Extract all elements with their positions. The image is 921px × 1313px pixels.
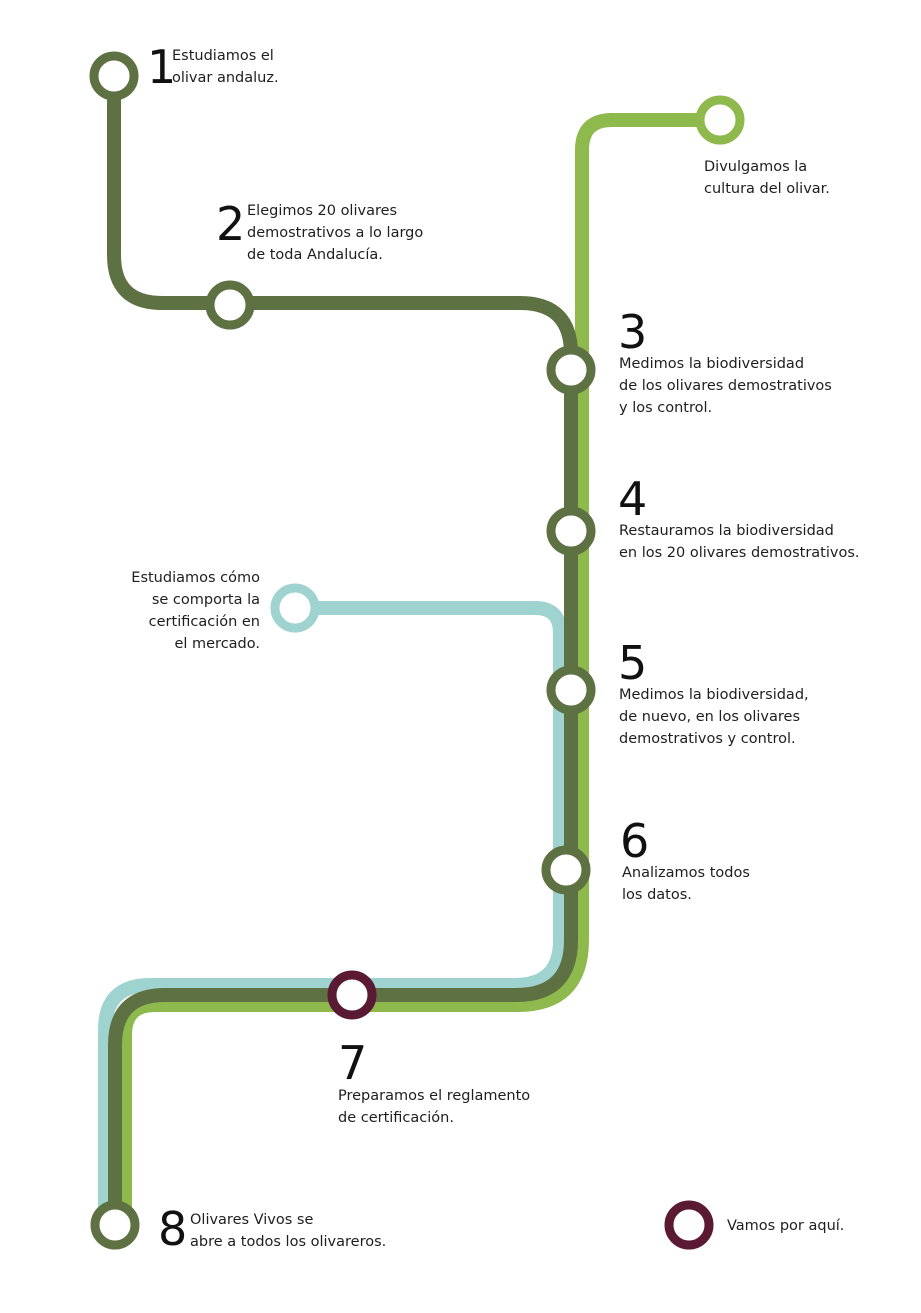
branch-market-text: Estudiamos cómo se comporta la certifica…	[131, 570, 260, 652]
step-4-number: 4	[618, 472, 648, 526]
step-1-text: Estudiamos el olivar andaluz.	[172, 48, 279, 86]
step-2-text: Elegimos 20 olivares demostrativos a lo …	[247, 203, 424, 263]
station-5	[546, 665, 596, 715]
step-6-number: 6	[620, 814, 650, 868]
step-4-text: Restauramos la biodiversidad en los 20 o…	[619, 523, 860, 561]
step-3-text: Medimos la biodiversidad de los olivares…	[619, 356, 832, 416]
step-7-number: 7	[338, 1036, 368, 1090]
station-1	[89, 51, 139, 101]
station-8	[90, 1200, 140, 1250]
station-2	[205, 280, 255, 330]
step-5-number: 5	[618, 636, 648, 690]
station-4	[546, 506, 596, 556]
step-8-text: Olivares Vivos se abre a todos los oliva…	[190, 1212, 387, 1250]
step-2-number: 2	[216, 197, 246, 251]
legend-current-label: Vamos por aquí.	[727, 1218, 845, 1234]
line-dark-green	[107, 69, 578, 1232]
station-culture	[695, 95, 745, 145]
step-5-text: Medimos la biodiversidad, de nuevo, en l…	[619, 687, 809, 747]
station-market	[270, 583, 320, 633]
branch-culture-text: Divulgamos la cultura del olivar.	[704, 159, 830, 197]
station-6	[541, 845, 591, 895]
legend-current-marker	[664, 1200, 714, 1250]
station-7-current	[327, 970, 377, 1020]
step-6-text: Analizamos todos los datos.	[622, 865, 750, 903]
step-7-text: Preparamos el reglamento de certificació…	[338, 1088, 531, 1126]
step-3-number: 3	[618, 305, 648, 359]
line-teal	[98, 601, 567, 1232]
step-1-number: 1	[147, 40, 177, 94]
line-light-green	[118, 113, 727, 1232]
step-8-number: 8	[158, 1202, 188, 1256]
station-3	[546, 345, 596, 395]
